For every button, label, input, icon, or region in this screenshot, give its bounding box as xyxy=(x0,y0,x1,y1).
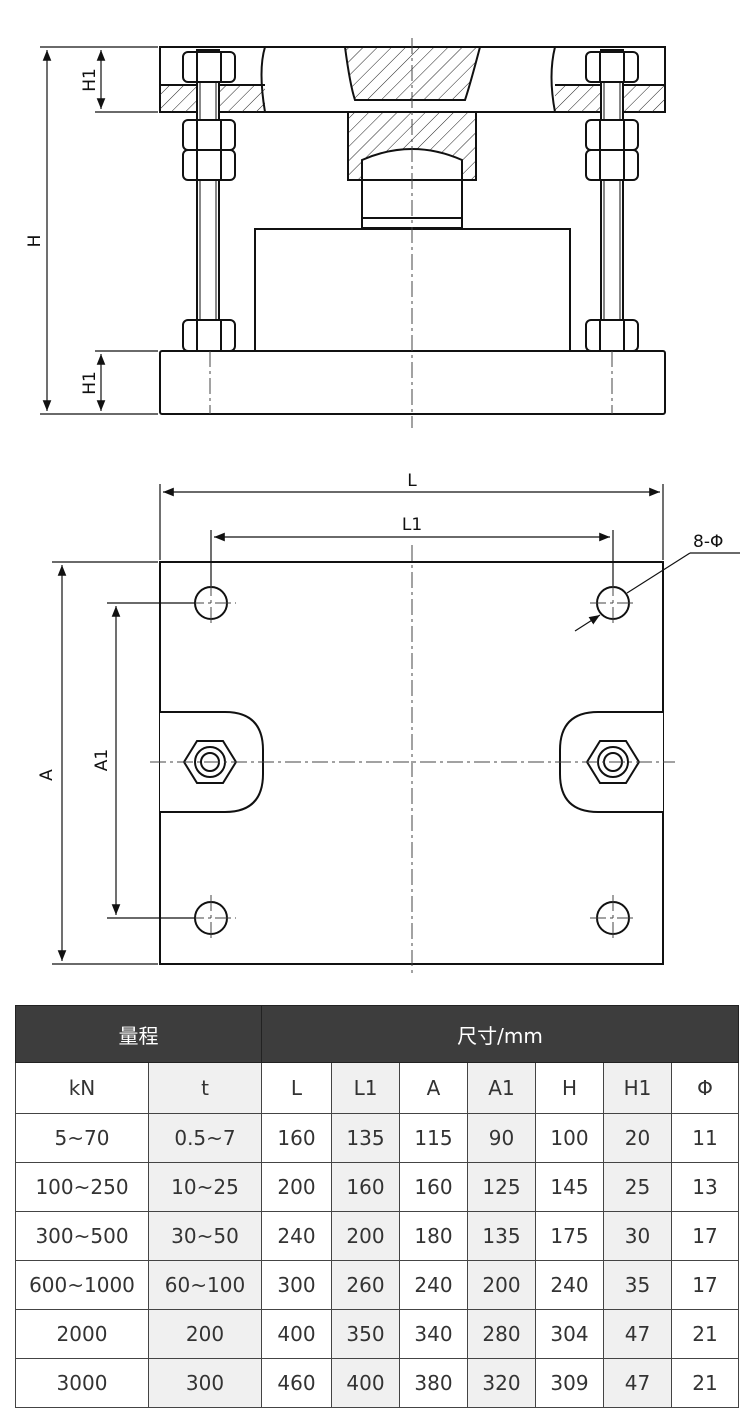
table-cell: 21 xyxy=(671,1358,739,1408)
subheader-cell: Φ xyxy=(671,1062,739,1114)
header-range: 量程 xyxy=(15,1005,262,1063)
load-cell-head xyxy=(361,148,463,181)
table-cell: 240 xyxy=(261,1211,332,1261)
top-view xyxy=(52,484,740,975)
table-cell: 460 xyxy=(261,1358,332,1408)
table-cell: 47 xyxy=(603,1358,672,1408)
table-cell: 175 xyxy=(535,1211,604,1261)
table-cell: 10~25 xyxy=(148,1162,262,1212)
technical-drawing: H H1 H1 xyxy=(25,38,740,975)
table-cell: 160 xyxy=(331,1162,400,1212)
table-cell: 100~250 xyxy=(15,1162,149,1212)
table-cell: 125 xyxy=(467,1162,536,1212)
table-cell: 0.5~7 xyxy=(148,1113,262,1163)
subheader-cell: kN xyxy=(15,1062,149,1114)
table-row: 3000 300 460 400 380 320 309 47 21 xyxy=(15,1358,739,1408)
table-cell: 47 xyxy=(603,1309,672,1359)
table-cell: 2000 xyxy=(15,1309,149,1359)
table-cell: 300 xyxy=(148,1358,262,1408)
table-cell: 11 xyxy=(671,1113,739,1163)
side-view xyxy=(40,38,666,428)
table-cell: 115 xyxy=(399,1113,468,1163)
subheader-cell: t xyxy=(148,1062,262,1114)
dim-l1-label: L1 xyxy=(402,515,422,535)
table-cell: 21 xyxy=(671,1309,739,1359)
table-cell: 180 xyxy=(399,1211,468,1261)
dim-h-label: H xyxy=(25,235,45,248)
table-cell: 30 xyxy=(603,1211,672,1261)
table-cell: 260 xyxy=(331,1260,400,1310)
table-cell: 20 xyxy=(603,1113,672,1163)
subheader-cell: H1 xyxy=(603,1062,672,1114)
table-cell: 200 xyxy=(261,1162,332,1212)
table-cell: 135 xyxy=(467,1211,536,1261)
table-row: 2000 200 400 350 340 280 304 47 21 xyxy=(15,1309,739,1359)
subheader-cell: L1 xyxy=(331,1062,400,1114)
table-cell: 145 xyxy=(535,1162,604,1212)
table-cell: 60~100 xyxy=(148,1260,262,1310)
table-cell: 17 xyxy=(671,1211,739,1261)
table-row: 100~250 10~25 200 160 160 125 145 25 13 xyxy=(15,1162,739,1212)
subheader-cell: A1 xyxy=(467,1062,536,1114)
table-cell: 200 xyxy=(467,1260,536,1310)
subheader-cell: L xyxy=(261,1062,332,1114)
table-cell: 400 xyxy=(261,1309,332,1359)
table-cell: 300~500 xyxy=(15,1211,149,1261)
subheader-cell: H xyxy=(535,1062,604,1114)
table-cell: 320 xyxy=(467,1358,536,1408)
table-cell: 200 xyxy=(331,1211,400,1261)
table-cell: 3000 xyxy=(15,1358,149,1408)
hole-callout-label: 8-Φ xyxy=(693,532,723,552)
table-cell: 135 xyxy=(331,1113,400,1163)
spec-table: 量程 尺寸/mm kN t L L1 A A1 H H1 Φ 5~70 0.5~… xyxy=(15,1005,739,1408)
table-cell: 240 xyxy=(535,1260,604,1310)
table-cell: 304 xyxy=(535,1309,604,1359)
table-cell: 400 xyxy=(331,1358,400,1408)
table-row: 600~1000 60~100 300 260 240 200 240 35 1… xyxy=(15,1260,739,1310)
table-cell: 17 xyxy=(671,1260,739,1310)
table-cell: 160 xyxy=(399,1162,468,1212)
right-nuts xyxy=(585,51,639,352)
dim-a-label: A xyxy=(37,769,57,781)
table-cell: 200 xyxy=(148,1309,262,1359)
table-cell: 30~50 xyxy=(148,1211,262,1261)
table-cell: 35 xyxy=(603,1260,672,1310)
table-cell: 160 xyxy=(261,1113,332,1163)
table-cell: 300 xyxy=(261,1260,332,1310)
table-subheader-row: kN t L L1 A A1 H H1 Φ xyxy=(15,1062,739,1114)
table-cell: 90 xyxy=(467,1113,536,1163)
table-cell: 13 xyxy=(671,1162,739,1212)
table-cell: 5~70 xyxy=(15,1113,149,1163)
table-cell: 280 xyxy=(467,1309,536,1359)
table-cell: 309 xyxy=(535,1358,604,1408)
table-cell: 240 xyxy=(399,1260,468,1310)
table-cell: 350 xyxy=(331,1309,400,1359)
table-cell: 100 xyxy=(535,1113,604,1163)
table-row: 300~500 30~50 240 200 180 135 175 30 17 xyxy=(15,1211,739,1261)
table-cell: 25 xyxy=(603,1162,672,1212)
table-cell: 380 xyxy=(399,1358,468,1408)
table-row: 5~70 0.5~7 160 135 115 90 100 20 11 xyxy=(15,1113,739,1163)
subheader-cell: A xyxy=(399,1062,468,1114)
table-cell: 600~1000 xyxy=(15,1260,149,1310)
dim-h1-top-label: H1 xyxy=(80,68,100,92)
header-dimensions: 尺寸/mm xyxy=(261,1005,739,1063)
table-cell: 340 xyxy=(399,1309,468,1359)
dim-l-label: L xyxy=(407,471,417,491)
left-nuts xyxy=(182,51,236,352)
dim-h1-bottom-label: H1 xyxy=(80,371,100,395)
dim-a1-label: A1 xyxy=(92,749,112,771)
